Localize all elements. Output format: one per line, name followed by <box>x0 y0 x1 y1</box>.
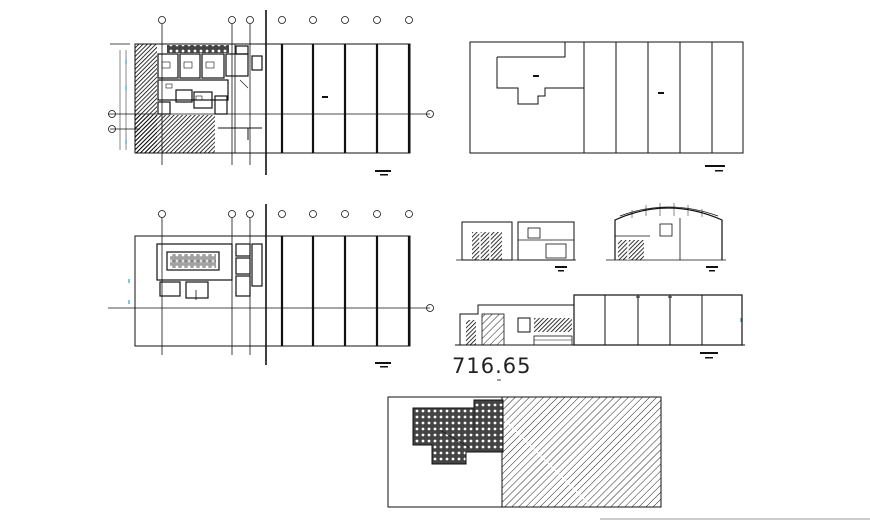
ground-floor-plan <box>108 10 434 176</box>
section-b-b <box>606 203 726 272</box>
office-rooms <box>157 45 263 115</box>
meeting-room <box>156 243 263 300</box>
warehouse-bays <box>280 44 411 153</box>
office-furniture <box>161 61 249 101</box>
grid-bubbles <box>108 16 434 133</box>
front-elevation <box>455 294 745 359</box>
upper-floor-plan <box>108 204 434 368</box>
section-a-a <box>456 221 576 272</box>
cyan-dimension-marks <box>125 60 742 322</box>
dimension-label: 716.65 <box>452 354 532 378</box>
site-plan <box>387 396 662 508</box>
roof-plan <box>469 41 744 172</box>
